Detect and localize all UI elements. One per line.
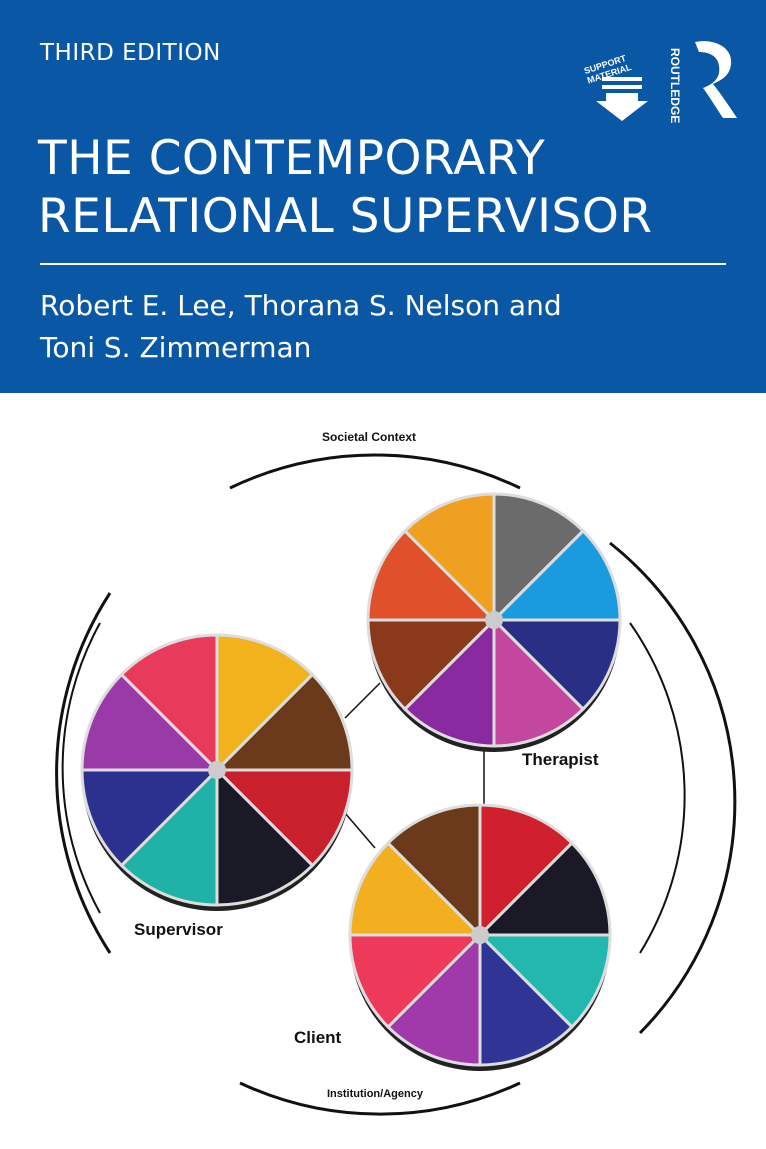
publisher-logo: ROUTLEDGE: [668, 48, 682, 124]
wheel-segment: [119, 766, 219, 907]
wheel-client: [348, 803, 612, 1071]
authors-line-2: Toni S. Zimmerman: [40, 331, 312, 364]
wheel-segment: [492, 492, 586, 624]
wheel-hub: [485, 611, 503, 629]
wheel-segment: [402, 616, 496, 748]
wheel-segment: [490, 618, 622, 712]
therapist-label: Therapist: [522, 750, 599, 769]
outer-ring-arc: [609, 541, 737, 1035]
wheel-hub: [471, 926, 489, 944]
wheel-hub: [208, 761, 226, 779]
wheel-supervisor: [80, 633, 354, 911]
societal-context-label: Societal Context: [322, 430, 417, 444]
wheel-segment: [348, 933, 484, 1030]
support-material-badge: SUPPORT MATERIAL: [580, 42, 662, 122]
wheel-segment: [213, 768, 354, 868]
wheel-segment: [385, 931, 482, 1067]
wheel-segment: [366, 528, 498, 622]
wheel-segment: [348, 840, 484, 937]
title-line-2: RELATIONAL SUPERVISOR: [38, 189, 653, 244]
authors-line-1: Robert E. Lee, Thorana S. Nelson and: [40, 289, 562, 322]
wheel-segment: [213, 672, 354, 772]
wheel-segment: [490, 528, 622, 622]
wheel-segment: [478, 803, 575, 939]
outer-ring-arc: [239, 1081, 521, 1116]
inner-ring-arc: [629, 622, 686, 954]
wheel-segment: [80, 768, 221, 868]
download-arrow-icon: [596, 77, 648, 121]
divider: [40, 263, 726, 265]
outer-ring-arc: [229, 453, 521, 490]
wheel-segment: [215, 766, 315, 907]
routledge-r-icon: [695, 41, 737, 118]
wheel-segment: [385, 803, 482, 939]
client-label: Client: [294, 1028, 342, 1047]
connector-arrows: [344, 682, 485, 849]
relational-diagram: [55, 453, 737, 1116]
wheel-segment: [80, 672, 221, 772]
wheel-segment: [402, 492, 496, 624]
institution-label: Institution/Agency: [327, 1088, 423, 1100]
wheel-segment: [492, 616, 586, 748]
wheel-therapist: [366, 492, 622, 752]
wheel-segment: [476, 840, 612, 937]
title-line-1: THE CONTEMPORARY: [38, 131, 546, 186]
supervisor-label: Supervisor: [134, 920, 223, 939]
authors: Robert E. Lee, Thorana S. Nelson and Ton…: [40, 285, 562, 369]
edition: THIRD EDITION: [40, 40, 221, 66]
wheel-segment: [119, 633, 219, 774]
outer-ring-arc: [55, 592, 112, 954]
book-title: THE CONTEMPORARY RELATIONAL SUPERVISOR: [38, 130, 652, 246]
wheel-segment: [476, 933, 612, 1030]
wheel-segment: [215, 633, 315, 774]
cover-header: THIRD EDITION THE CONTEMPORARY RELATIONA…: [0, 0, 766, 393]
wheel-segment: [478, 931, 575, 1067]
wheel-segment: [366, 618, 498, 712]
inner-ring-arc: [61, 622, 101, 914]
